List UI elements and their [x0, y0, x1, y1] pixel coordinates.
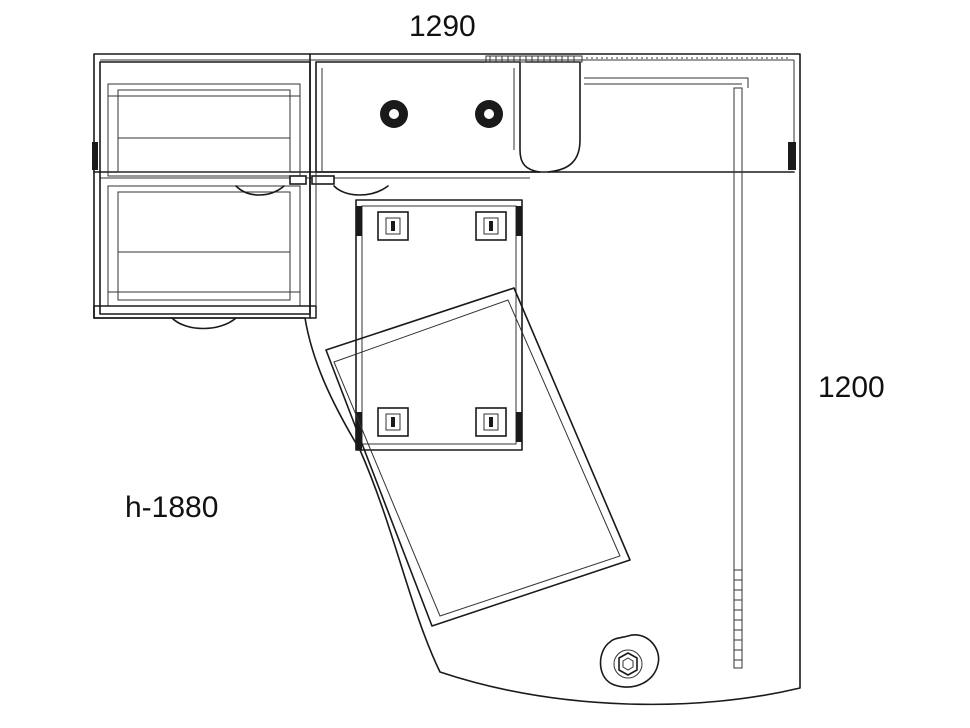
pedestal-side-strip-left	[356, 206, 362, 236]
lower-drawer	[107, 185, 301, 307]
drawer-handle-icon	[171, 317, 237, 330]
hinge-icon	[289, 175, 307, 185]
drawer-handle-icon	[333, 185, 389, 196]
rail-hatching	[734, 569, 742, 661]
cable-grommet-icon	[599, 634, 660, 688]
drawer-handle-icon	[235, 185, 285, 196]
upper-drawer	[107, 83, 301, 177]
mobile-pedestal-inner	[361, 205, 517, 445]
mobile-pedestal	[355, 199, 523, 451]
left-end-cap	[92, 142, 98, 170]
cupboard-door	[315, 61, 541, 173]
castor-icon	[475, 407, 507, 437]
castor-icon	[377, 211, 409, 241]
desk-outline	[93, 53, 801, 706]
top-hatched-strip	[485, 55, 583, 63]
angled-return-top-inner	[333, 299, 621, 617]
left-cabinet-frame	[99, 61, 311, 315]
castor-icon	[475, 211, 507, 241]
hinge-icon	[311, 175, 335, 185]
hutch-right-panel	[525, 61, 581, 173]
right-rail	[733, 87, 743, 669]
lower-drawer-inner	[117, 191, 291, 301]
cabinet-plinth	[93, 305, 317, 319]
pedestal-side-strip-right	[516, 206, 522, 236]
depth-dimension-label: 1200	[818, 371, 885, 404]
castor-icon	[377, 407, 409, 437]
width-dimension-label: 1290	[409, 10, 476, 43]
angled-return-top	[325, 287, 631, 627]
top-hatching	[489, 56, 575, 62]
right-end-cap	[788, 142, 796, 170]
upper-drawer-inner	[117, 89, 291, 173]
height-dimension-label: h-1880	[125, 491, 219, 524]
right-return-shelf	[584, 77, 749, 88]
